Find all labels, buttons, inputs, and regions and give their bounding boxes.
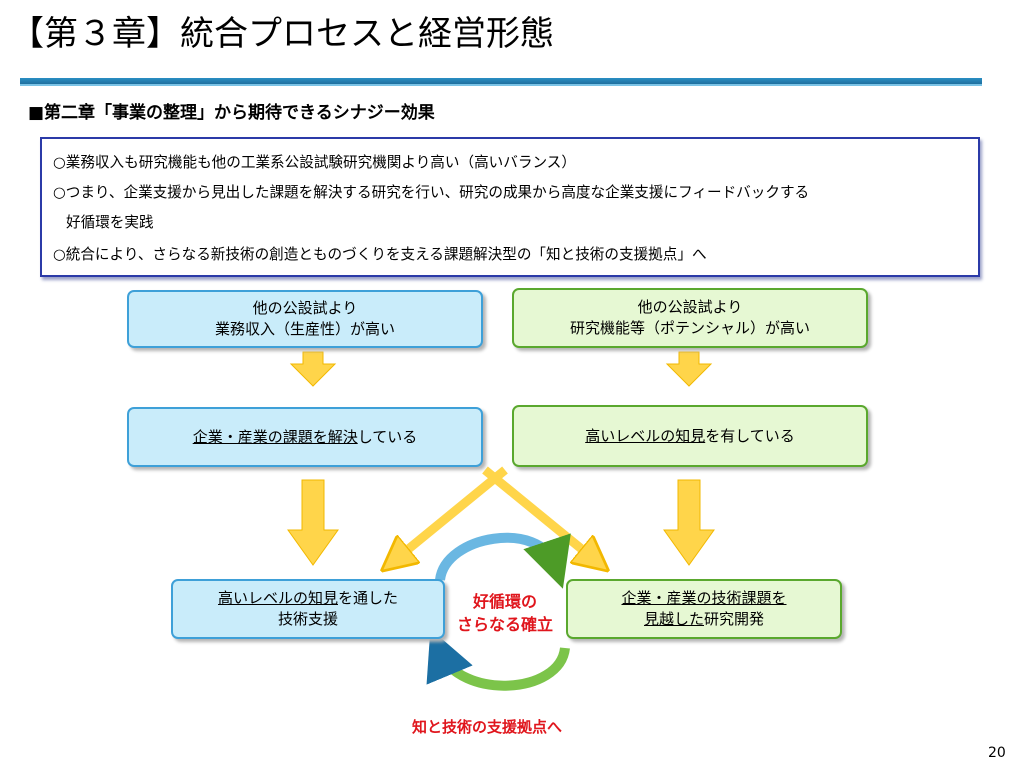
right-mid-box: 高いレベルの知見を有している — [512, 405, 868, 467]
left-top-line2: 業務収入（生産性）が高い — [214, 320, 395, 338]
right-mid-text: 高いレベルの知見を有している — [514, 426, 866, 447]
right-top-line1: 他の公設試より — [637, 298, 743, 316]
cycle-label: 好循環の さらなる確立 — [440, 590, 570, 636]
right-top-box: 他の公設試より 研究機能等（ポテンシャル）が高い — [512, 288, 868, 348]
right-top-line2: 研究機能等（ポテンシャル）が高い — [569, 319, 810, 337]
cross-arrow-to-left — [395, 466, 508, 560]
summary-box: ○業務収入も研究機能も他の工業系公設試験研究機関より高い（高いバランス） ○つま… — [40, 137, 980, 277]
summary-line-1: ○業務収入も研究機能も他の工業系公設試験研究機関より高い（高いバランス） — [53, 154, 576, 171]
right-bottom-line1: 企業・産業の技術課題を — [621, 589, 787, 607]
down-arrow-right-1 — [665, 351, 713, 387]
left-bottom-box: 高いレベルの知見を通した 技術支援 — [171, 579, 445, 639]
cycle-label-line2: さらなる確立 — [456, 615, 553, 634]
left-bottom-rest: を通した — [338, 589, 399, 607]
cycle-arc-top — [435, 532, 571, 589]
right-bottom-underlined: 見越した — [643, 610, 704, 628]
down-arrow-left-1 — [289, 351, 337, 387]
left-top-line1: 他の公設試より — [252, 299, 358, 317]
section-heading: ■第二章「事業の整理」から期待できるシナジー効果 — [28, 103, 435, 123]
left-bottom-line1: 高いレベルの知見を通した — [173, 588, 443, 609]
right-bottom-rest: 研究開発 — [704, 610, 765, 628]
conclusion-text: 知と技術の支援拠点へ — [412, 718, 563, 736]
slide-title: 【第３章】統合プロセスと経営形態 — [10, 14, 554, 54]
summary-line-2: ○つまり、企業支援から見出した課題を解決する研究を行い、研究の成果から高度な企業… — [53, 184, 810, 201]
right-mid-rest: を有している — [705, 426, 795, 445]
page-number: 20 — [988, 745, 1006, 761]
left-bottom-underlined: 高いレベルの知見 — [217, 589, 338, 607]
summary-line-3: 好循環を実践 — [66, 214, 154, 231]
title-divider — [20, 78, 982, 86]
left-mid-rest: している — [357, 427, 418, 446]
cycle-label-line1: 好循環の — [472, 592, 537, 611]
right-bottom-box: 企業・産業の技術課題を 見越した研究開発 — [566, 579, 842, 639]
right-bottom-line2: 見越した研究開発 — [568, 609, 840, 630]
down-arrow-right-2 — [663, 479, 715, 566]
left-mid-text: 企業・産業の課題を解決している — [129, 427, 481, 448]
summary-line-4: ○統合により、さらなる新技術の創造とものづくりを支える課題解決型の「知と技術の支… — [53, 246, 707, 263]
left-bottom-line2: 技術支援 — [277, 610, 338, 628]
left-mid-underlined: 企業・産業の課題を解決 — [192, 427, 358, 446]
cross-arrow-to-right — [482, 466, 595, 560]
left-top-box: 他の公設試より 業務収入（生産性）が高い — [127, 290, 483, 348]
cycle-arc-bottom — [426, 628, 570, 691]
left-mid-box: 企業・産業の課題を解決している — [127, 407, 483, 467]
down-arrow-left-2 — [287, 479, 339, 566]
right-mid-underlined: 高いレベルの知見 — [585, 426, 706, 445]
